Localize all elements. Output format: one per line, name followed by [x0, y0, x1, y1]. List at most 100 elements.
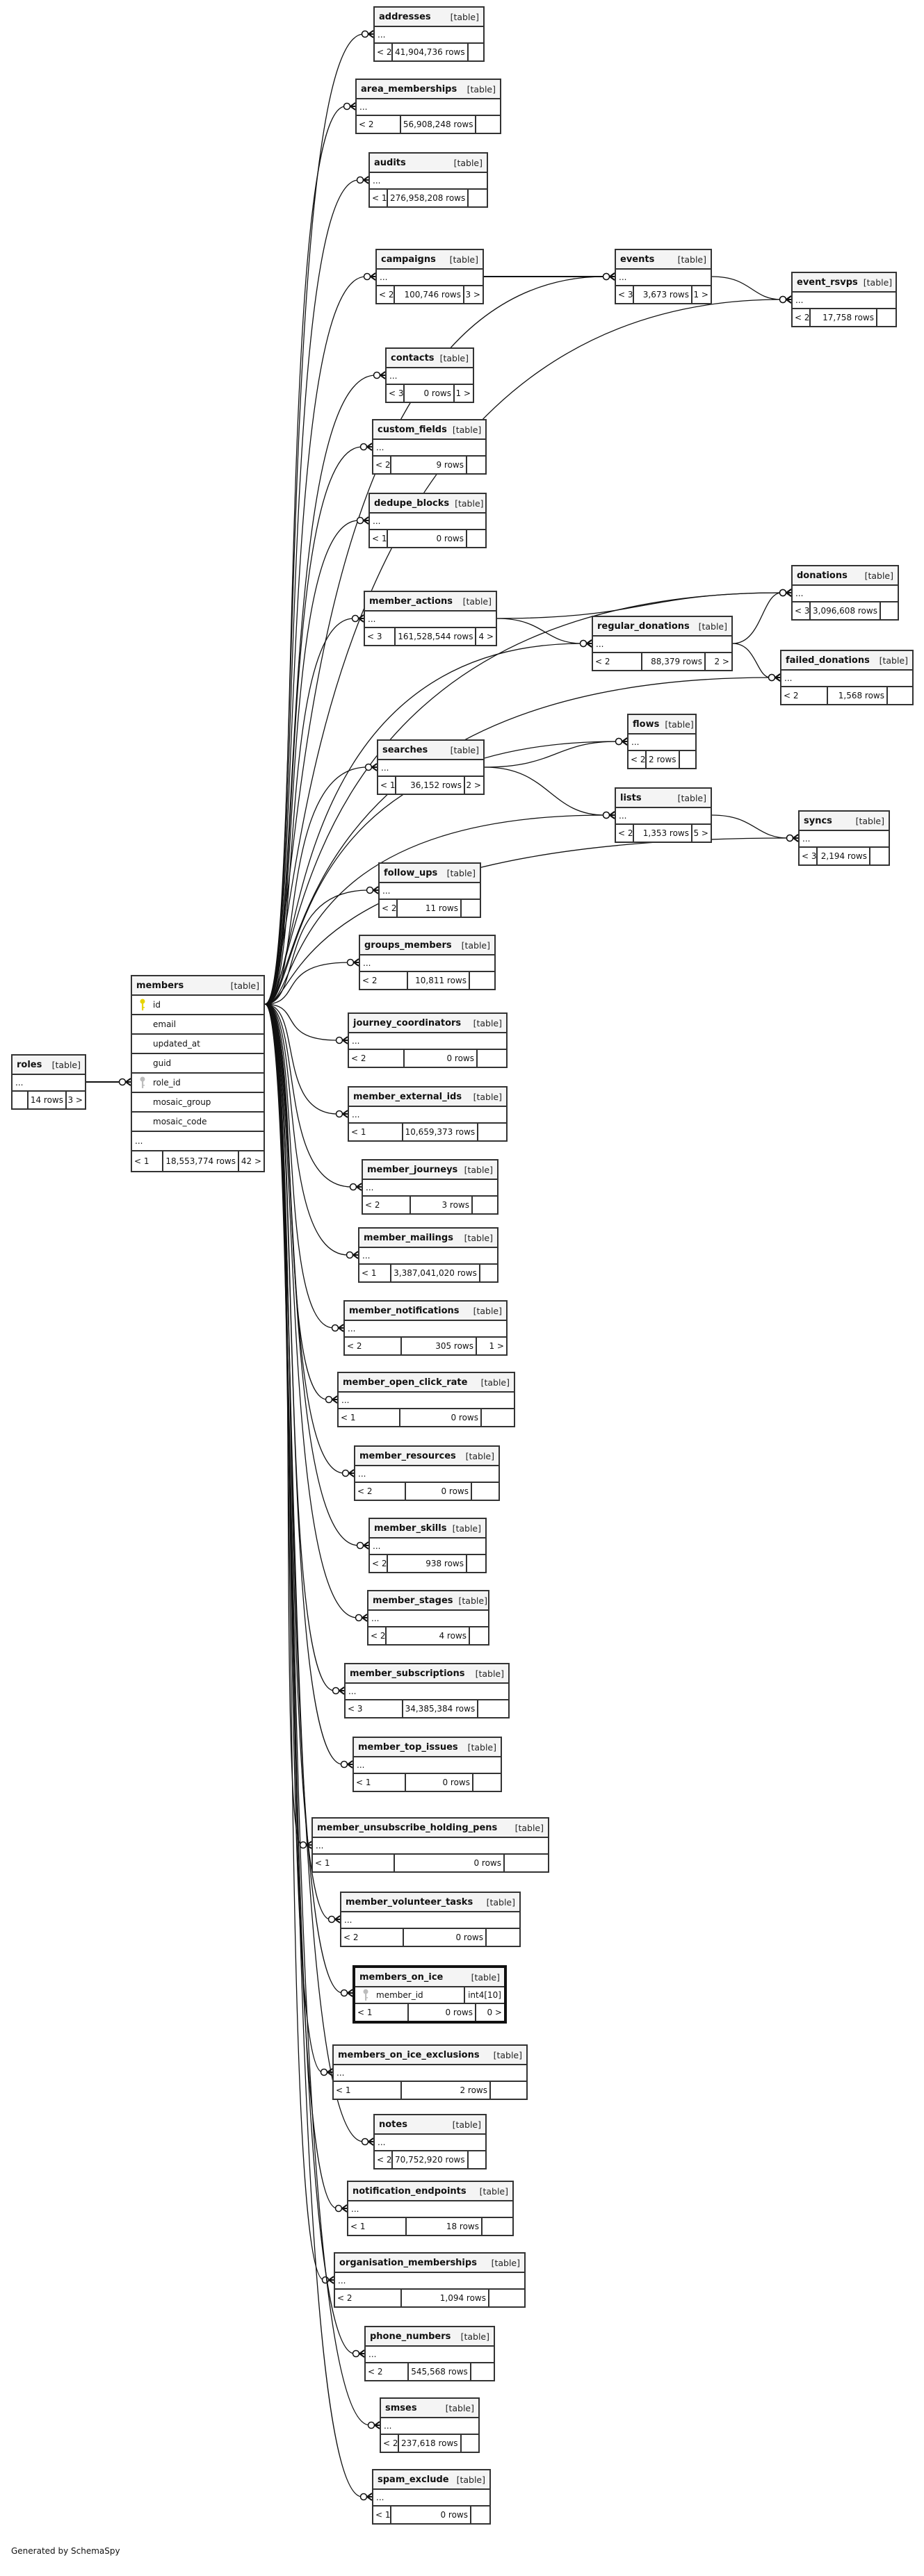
table-header[interactable]: member_resources [table] [355, 1447, 499, 1466]
columns-ellipsis[interactable]: ... [629, 735, 695, 751]
parent-count[interactable]: < 2 [343, 1933, 359, 1942]
columns-ellipsis[interactable]: ... [357, 99, 500, 116]
child-count[interactable] [469, 44, 483, 60]
parent-count[interactable]: < 1 [336, 2085, 351, 2095]
columns-ellipsis[interactable]: ... [387, 368, 473, 385]
column-row[interactable]: id [132, 996, 264, 1015]
columns-ellipsis[interactable]: ... [13, 1075, 85, 1092]
table-name[interactable]: roles [17, 1059, 42, 1070]
columns-ellipsis[interactable]: ... [370, 1539, 485, 1555]
table-member-mailings[interactable]: member_mailings [table]... < 1 3,387,041… [358, 1227, 499, 1283]
columns-ellipsis[interactable]: ... [334, 2065, 526, 2082]
child-count[interactable] [482, 1409, 514, 1426]
child-count[interactable] [483, 2218, 512, 2235]
parent-count[interactable]: < 1 [134, 1156, 149, 1166]
parent-count[interactable]: < 2 [383, 2438, 398, 2448]
table-follow-ups[interactable]: follow_ups [table]... < 2 11 rows [378, 862, 481, 918]
child-count[interactable] [471, 2507, 489, 2523]
child-count[interactable] [888, 687, 912, 704]
table-flows[interactable]: flows [table]... < 2 2 rows [627, 714, 697, 769]
parent-count[interactable]: < 1 [372, 534, 387, 543]
table-name[interactable]: area_memberships [361, 83, 457, 95]
columns-ellipsis[interactable]: ... [375, 2135, 485, 2151]
parent-count[interactable]: < 2 [375, 460, 391, 470]
table-addresses[interactable]: addresses [table]... < 2 41,904,736 rows [373, 6, 485, 62]
table-name[interactable]: searches [382, 744, 428, 755]
columns-ellipsis[interactable]: ... [345, 1321, 506, 1338]
table-name[interactable]: campaigns [381, 254, 436, 265]
columns-ellipsis[interactable]: ... [616, 808, 711, 825]
table-header[interactable]: phone_numbers [table] [366, 2327, 494, 2347]
parent-count[interactable]: < 2 [595, 657, 610, 666]
table-name[interactable]: member_stages [373, 1595, 453, 1606]
parent-count[interactable]: < 2 [368, 2367, 383, 2377]
child-count[interactable] [476, 116, 500, 133]
table-name[interactable]: member_external_ids [353, 1091, 462, 1102]
table-header[interactable]: member_volunteer_tasks [table] [341, 1893, 519, 1912]
columns-ellipsis[interactable]: ... [370, 173, 487, 190]
parent-count[interactable]: < 2 [372, 1559, 387, 1568]
parent-count[interactable]: < 2 [382, 903, 397, 913]
table-header[interactable]: syncs [table] [800, 812, 889, 831]
table-header[interactable]: member_top_issues [table] [354, 1738, 501, 1757]
table-journey-coordinators[interactable]: journey_coordinators [table]... < 2 0 ro… [348, 1012, 508, 1068]
columns-ellipsis[interactable]: ... [368, 1611, 488, 1627]
table-header[interactable]: member_journeys [table] [363, 1160, 497, 1180]
child-count[interactable] [470, 1627, 488, 1644]
columns-ellipsis[interactable]: ... [793, 293, 895, 309]
child-count[interactable]: 3 > [67, 1095, 83, 1105]
table-name[interactable]: event_rsvps [797, 277, 858, 288]
child-count[interactable] [469, 190, 487, 206]
table-name[interactable]: custom_fields [378, 424, 447, 435]
table-name[interactable]: events [620, 254, 655, 265]
table-name[interactable]: failed_donations [786, 655, 870, 666]
columns-ellipsis[interactable]: ... [341, 1912, 519, 1929]
parent-count[interactable]: < 2 [357, 1486, 373, 1496]
table-members-on-ice[interactable]: members_on_ice [table] member_id int4[10… [352, 1965, 507, 2024]
table-name[interactable]: donations [797, 570, 848, 581]
parent-count[interactable]: < 3 [802, 851, 817, 861]
parent-count[interactable]: < 2 [379, 290, 394, 300]
child-count[interactable]: 1 > [455, 388, 471, 398]
columns-ellipsis[interactable]: ... [380, 883, 480, 900]
table-header[interactable]: notes [table] [375, 2115, 485, 2135]
table-member-open-click-rate[interactable]: member_open_click_rate [table]... < 1 0 … [337, 1372, 515, 1427]
child-count[interactable] [467, 457, 485, 473]
parent-count[interactable]: < 2 [347, 1341, 362, 1351]
table-name[interactable]: follow_ups [384, 867, 438, 878]
table-member-actions[interactable]: member_actions [table]... < 3 161,528,54… [364, 591, 497, 646]
table-name[interactable]: spam_exclude [378, 2474, 449, 2485]
table-header[interactable]: member_notifications [table] [345, 1302, 506, 1321]
columns-ellipsis[interactable]: ... [616, 270, 711, 286]
columns-ellipsis[interactable]: ... [800, 831, 889, 848]
table-spam-exclude[interactable]: spam_exclude [table]... < 1 0 rows [372, 2469, 491, 2525]
table-name[interactable]: member_skills [374, 1523, 447, 1534]
child-count[interactable] [470, 972, 494, 989]
child-count[interactable] [473, 1774, 501, 1791]
table-header[interactable]: member_subscriptions [table] [346, 1664, 508, 1684]
child-count[interactable] [462, 2435, 478, 2452]
table-smses[interactable]: smses [table]... < 2 237,618 rows [380, 2397, 480, 2453]
table-custom-fields[interactable]: custom_fields [table]... < 2 9 rows [372, 419, 487, 475]
columns-ellipsis[interactable]: ... [375, 27, 483, 44]
table-header[interactable]: journey_coordinators [table] [349, 1014, 506, 1033]
table-header[interactable]: member_external_ids [table] [349, 1088, 506, 1107]
table-name[interactable]: member_mailings [364, 1232, 453, 1243]
table-campaigns[interactable]: campaigns [table]... < 2 100,746 rows 3 … [375, 249, 484, 304]
columns-ellipsis[interactable]: ... [313, 1838, 548, 1855]
column-row[interactable]: guid [132, 1054, 264, 1074]
table-audits[interactable]: audits [table]... < 1 276,958,208 rows [368, 152, 488, 208]
table-name[interactable]: addresses [379, 11, 431, 22]
table-header[interactable]: member_skills [table] [370, 1519, 485, 1539]
parent-count[interactable]: < 1 [380, 780, 396, 790]
parent-count[interactable]: < 1 [375, 2510, 391, 2520]
table-notes[interactable]: notes [table]... < 2 70,752,920 rows [373, 2114, 487, 2169]
table-header[interactable]: flows [table] [629, 715, 695, 735]
table-member-stages[interactable]: member_stages [table]... < 2 4 rows [367, 1590, 489, 1646]
child-count[interactable] [487, 1929, 519, 1946]
child-count[interactable] [881, 602, 898, 619]
parent-count[interactable]: < 2 [377, 47, 392, 57]
table-name[interactable]: groups_members [364, 940, 452, 951]
table-header[interactable]: member_mailings [table] [359, 1229, 497, 1248]
table-header[interactable]: dedupe_blocks [table] [370, 494, 485, 514]
